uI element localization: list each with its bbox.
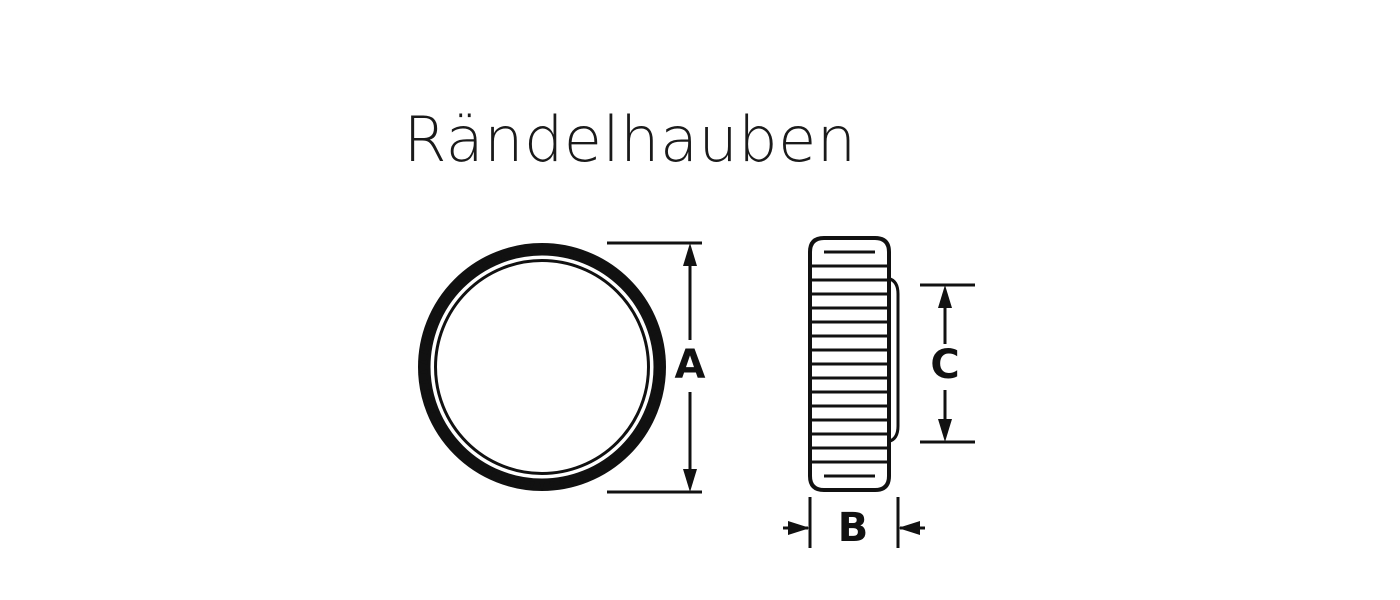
- knurl-tooth: [587, 254, 594, 264]
- knurl-tooth: [436, 425, 446, 433]
- knurl-tooth: [549, 481, 555, 491]
- side-view-knurled-cap: [808, 236, 900, 492]
- knurl-tooth: [643, 416, 653, 423]
- knurl-tooth: [612, 270, 620, 280]
- knurl-tooth: [436, 301, 446, 309]
- knurl-tooth: [651, 330, 661, 336]
- knurl-tooth: [577, 250, 584, 260]
- dimension-b-arrow-left: [898, 521, 920, 535]
- knurl-tooth: [510, 477, 516, 487]
- knurl-tooth: [638, 301, 648, 309]
- knurl-tooth: [490, 470, 497, 480]
- knurl-tooth: [520, 479, 526, 490]
- page-title: Rändelhauben: [403, 103, 857, 176]
- knurl-tooth: [632, 293, 642, 301]
- front-view-knurled-disc: [418, 243, 666, 491]
- knurl-tooth: [604, 264, 612, 274]
- dimension-c-arrow-up: [938, 285, 952, 308]
- knurl-tooth: [456, 277, 465, 286]
- knurl-tooth: [643, 311, 653, 318]
- knurl-tooth: [638, 425, 648, 433]
- knurl-tooth: [426, 320, 437, 327]
- knurl-tooth: [653, 340, 664, 346]
- knurl-tooth: [529, 481, 535, 491]
- knurl-tooth: [651, 398, 661, 404]
- knurl-tooth: [568, 247, 574, 257]
- knurl-tooth: [587, 470, 594, 480]
- knurl-tooth: [558, 479, 564, 490]
- knurl-tooth: [472, 264, 480, 274]
- knurl-tooth: [442, 433, 452, 441]
- knurl-tooth: [612, 454, 620, 464]
- knurl-tooth: [568, 477, 574, 487]
- knurl-tooth: [619, 277, 628, 286]
- dimension-c-arrow-down: [938, 419, 952, 442]
- knurl-tooth: [510, 247, 516, 257]
- disc-inner-circle: [434, 259, 650, 475]
- dimension-b-label: B: [838, 505, 869, 551]
- knurl-teeth-ring: [418, 243, 666, 491]
- dimension-c-label: C: [930, 342, 959, 388]
- knurl-tooth: [520, 244, 526, 255]
- knurl-tooth: [529, 243, 535, 253]
- knurl-tooth: [442, 293, 452, 301]
- knurl-tooth: [426, 407, 437, 414]
- knurl-tooth: [481, 258, 489, 268]
- knurl-tooth: [423, 398, 433, 404]
- knurl-tooth: [448, 285, 458, 293]
- knurl-tooth: [419, 379, 429, 385]
- knurl-tooth: [500, 250, 507, 260]
- knurl-tooth: [626, 441, 636, 449]
- knurl-tooth: [632, 433, 642, 441]
- knurl-tooth: [448, 441, 458, 449]
- knurl-tooth: [647, 320, 658, 327]
- knurl-tooth: [472, 460, 480, 470]
- knurl-tooth: [456, 448, 465, 457]
- knurl-tooth: [558, 244, 564, 255]
- knurl-tooth: [595, 466, 603, 476]
- dimension-a-arrow-up: [683, 243, 697, 266]
- knurl-tooth: [655, 379, 665, 385]
- knurl-tooth: [626, 285, 636, 293]
- knurl-tooth: [656, 359, 666, 365]
- dimension-a: A: [607, 241, 706, 494]
- dimension-b-arrow-right: [788, 521, 810, 535]
- knurl-tooth: [500, 474, 507, 484]
- knurl-tooth: [490, 254, 497, 264]
- knurl-tooth: [647, 407, 658, 414]
- knurl-tooth: [420, 340, 431, 346]
- knurl-tooth: [423, 330, 433, 336]
- knurl-tooth: [419, 349, 429, 355]
- knurl-tooth: [653, 388, 664, 394]
- knurl-tooth: [418, 369, 428, 375]
- knurl-tooth: [481, 466, 489, 476]
- knurl-tooth: [539, 243, 545, 253]
- dimension-a-arrow-down: [683, 469, 697, 492]
- knurl-tooth: [420, 388, 431, 394]
- knurl-tooth: [604, 460, 612, 470]
- knurl-tooth: [619, 448, 628, 457]
- knurl-tooth: [549, 243, 555, 253]
- dimension-a-label: A: [675, 342, 706, 388]
- dimension-b: B: [783, 497, 925, 551]
- dimension-c: C: [920, 283, 975, 444]
- knurl-tooth: [431, 311, 441, 318]
- knurl-inner-gap: [430, 255, 654, 479]
- knurl-tooth: [655, 349, 665, 355]
- knurl-tooth: [418, 359, 428, 365]
- knurl-tooth: [539, 481, 545, 491]
- knurl-tooth: [464, 270, 472, 280]
- knurl-tooth: [431, 416, 441, 423]
- knurl-tooth: [595, 258, 603, 268]
- knurl-tooth: [656, 369, 666, 375]
- knurl-tooth: [577, 474, 584, 484]
- knurl-tooth: [464, 454, 472, 464]
